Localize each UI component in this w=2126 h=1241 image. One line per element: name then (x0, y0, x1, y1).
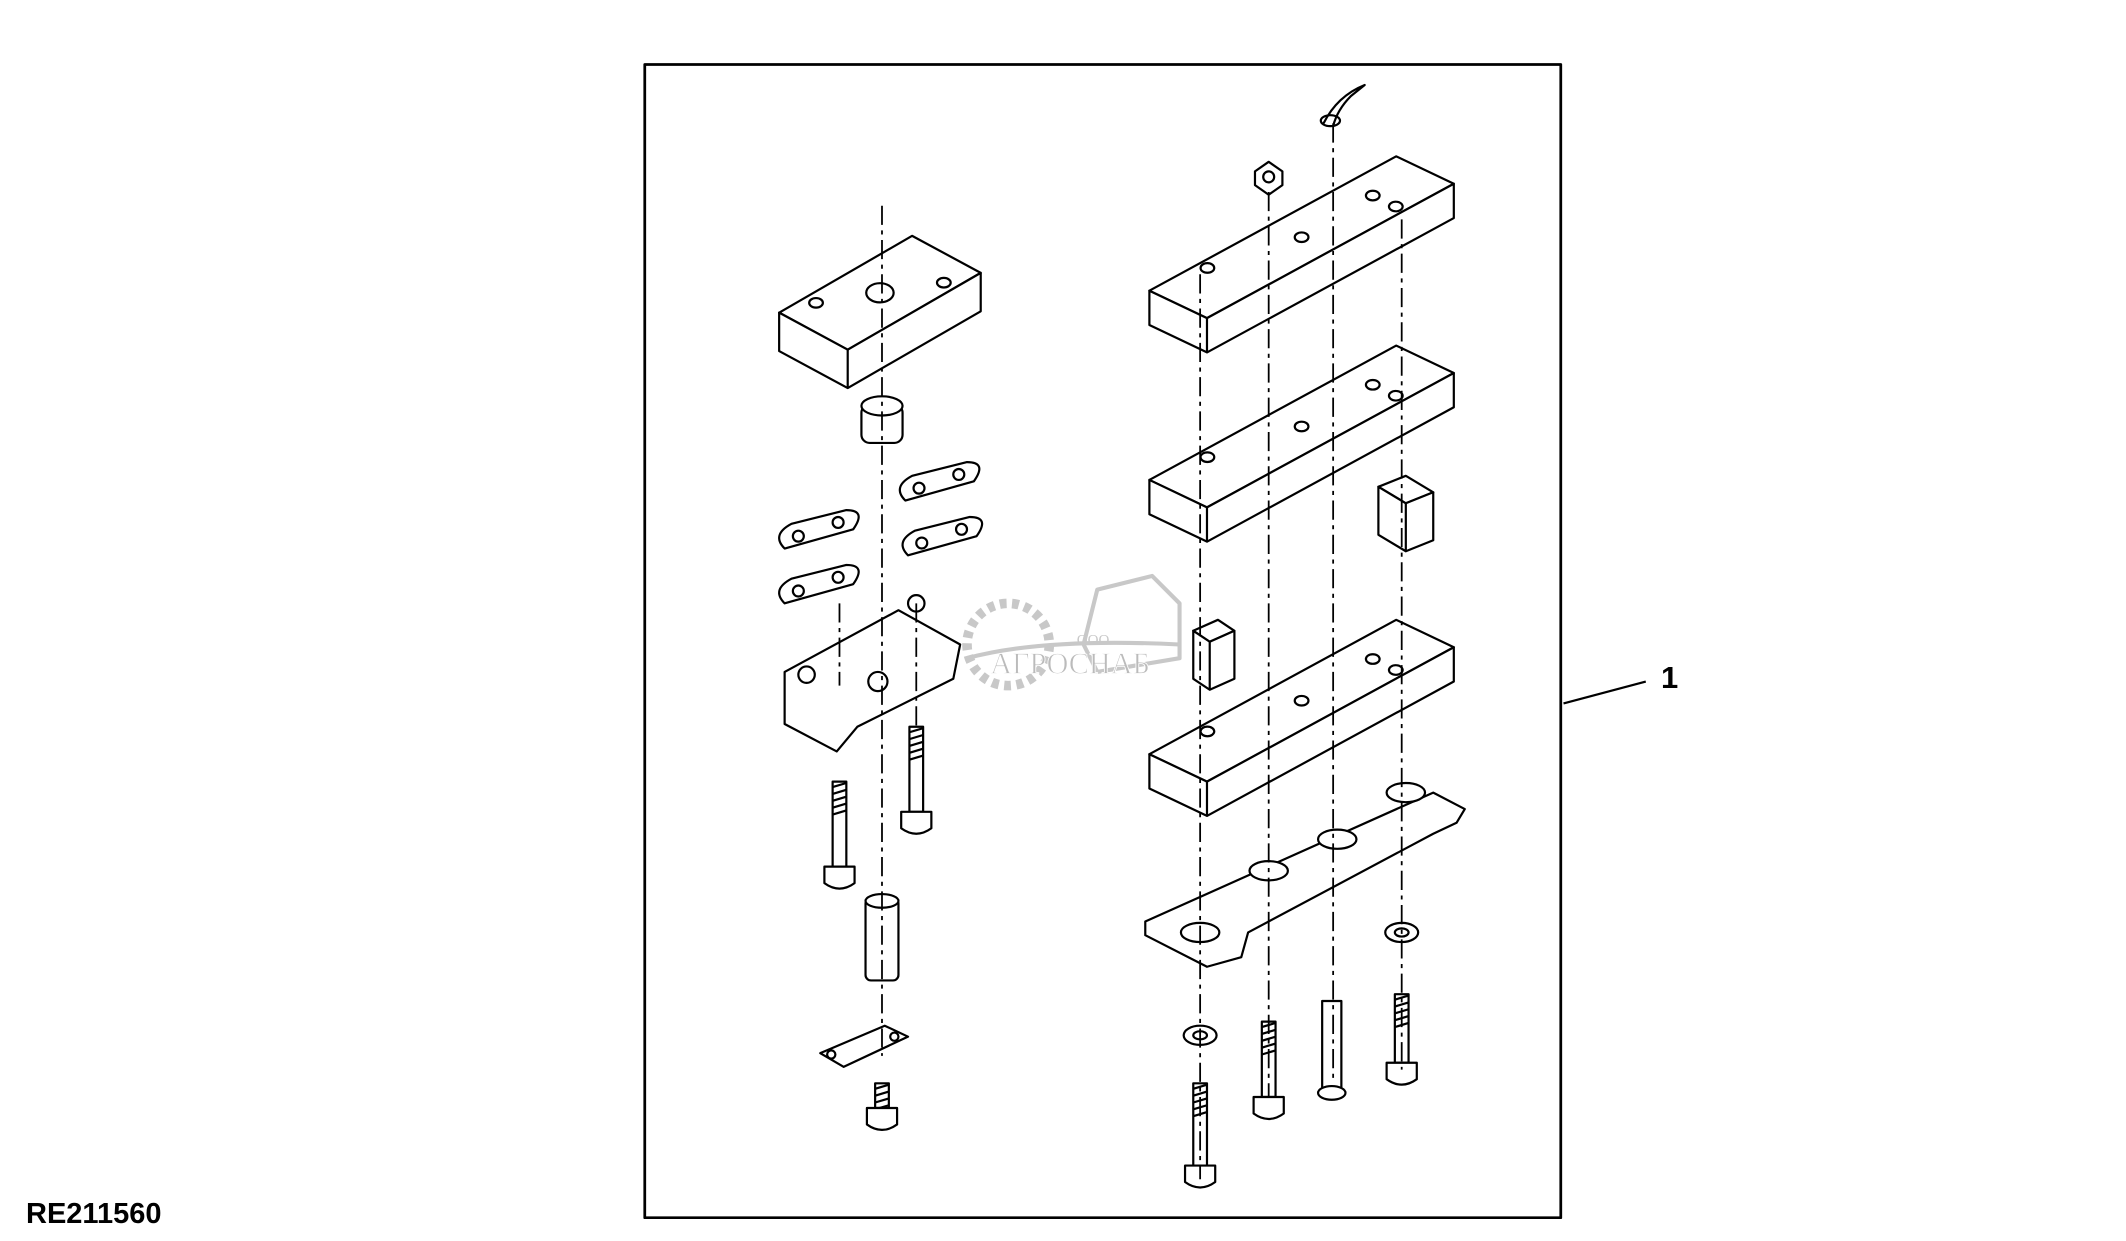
base-plate (1144, 781, 1466, 968)
bolt (1252, 1020, 1285, 1121)
part-outline (954, 522, 969, 536)
part-outline (1321, 999, 1343, 1092)
part-outline (898, 461, 981, 502)
bolt (1385, 993, 1418, 1086)
part-outline (900, 810, 933, 835)
link-plate (778, 509, 860, 550)
hole (808, 296, 824, 309)
centerlines (838, 123, 1403, 1180)
part-outline (832, 802, 847, 809)
hole (1364, 189, 1381, 202)
part-outline (791, 529, 805, 543)
part-outline (1385, 1061, 1418, 1086)
diagram-frame (643, 63, 1563, 1220)
part-outline (831, 515, 845, 530)
part-outline (1148, 182, 1455, 354)
bracket (783, 594, 962, 753)
part-outline (1316, 1084, 1347, 1101)
hole (1199, 725, 1216, 738)
part-outline (831, 570, 845, 584)
part-outline (832, 795, 847, 802)
part-outline (1322, 83, 1366, 127)
hole (1199, 451, 1216, 464)
hole (1387, 389, 1404, 402)
slot (1316, 828, 1358, 850)
part-outline (909, 747, 924, 754)
part-outline (797, 665, 816, 684)
nut (1253, 160, 1284, 196)
hole (1293, 694, 1310, 707)
watermark-name: АГРОСНАБ (990, 646, 1149, 680)
part-outline (1394, 994, 1409, 1001)
part-outline (909, 727, 924, 734)
spacer-plate (1148, 344, 1455, 543)
hole (1293, 420, 1310, 433)
spacer-block (1377, 474, 1435, 553)
part-outline (1319, 114, 1342, 128)
part-outline (901, 515, 984, 557)
part-outline (1252, 1095, 1285, 1121)
part-outline (832, 809, 847, 816)
part-outline (832, 781, 847, 789)
part-outline (778, 509, 860, 550)
part-outline (889, 1031, 900, 1042)
part-outline (874, 1090, 890, 1097)
part-outline (909, 754, 924, 761)
watermark-prefix: ООО (1077, 632, 1110, 648)
callout-label-1: 1 (1661, 660, 1679, 695)
link-plate (898, 461, 981, 502)
part-outline (1261, 1035, 1276, 1042)
part-outline (874, 1097, 890, 1104)
part-outline (865, 1106, 899, 1132)
figure-id: RE211560 (26, 1198, 162, 1230)
part-outline (1261, 1042, 1276, 1049)
bolt (823, 780, 856, 890)
cotter-pin (1319, 83, 1366, 128)
hole (865, 282, 895, 304)
part-outline (909, 740, 924, 748)
part-outline (912, 481, 926, 495)
hole (1199, 262, 1216, 274)
pin (1316, 999, 1347, 1101)
hole (1364, 378, 1381, 391)
bolt (900, 725, 933, 835)
retainer-clip (819, 1024, 910, 1068)
hole (1387, 664, 1404, 676)
part-outline (952, 467, 966, 482)
watermark-logo: ООО АГРОСНАБ (962, 573, 1182, 691)
slot (1385, 781, 1427, 804)
part-outline (791, 584, 805, 598)
screw (865, 1082, 899, 1132)
part-outline (819, 1024, 910, 1068)
mounting-block (778, 234, 982, 390)
part-outline (867, 670, 889, 693)
hole (1293, 231, 1310, 244)
link-plate (778, 563, 860, 605)
callout-leader (1563, 680, 1647, 705)
spacer-plate (1148, 155, 1455, 354)
part-outline (778, 563, 860, 605)
spacer-block (1192, 618, 1236, 691)
part-outline (874, 1083, 890, 1090)
part-outline (909, 733, 924, 741)
hole (1364, 653, 1381, 665)
part-outline (1262, 170, 1276, 184)
spacer-plate (1148, 618, 1455, 818)
part-outline (1192, 1090, 1208, 1097)
part-outline (1144, 791, 1466, 968)
part-outline (915, 536, 929, 550)
part-outline (1192, 1083, 1208, 1090)
spring-clip (901, 515, 984, 557)
part-outline (823, 865, 856, 890)
part-outline (832, 788, 847, 796)
part-outline (1394, 1001, 1409, 1008)
exploded-parts (778, 83, 1466, 1189)
hole (1387, 200, 1404, 213)
part-outline (826, 1049, 837, 1060)
hole (935, 276, 952, 289)
